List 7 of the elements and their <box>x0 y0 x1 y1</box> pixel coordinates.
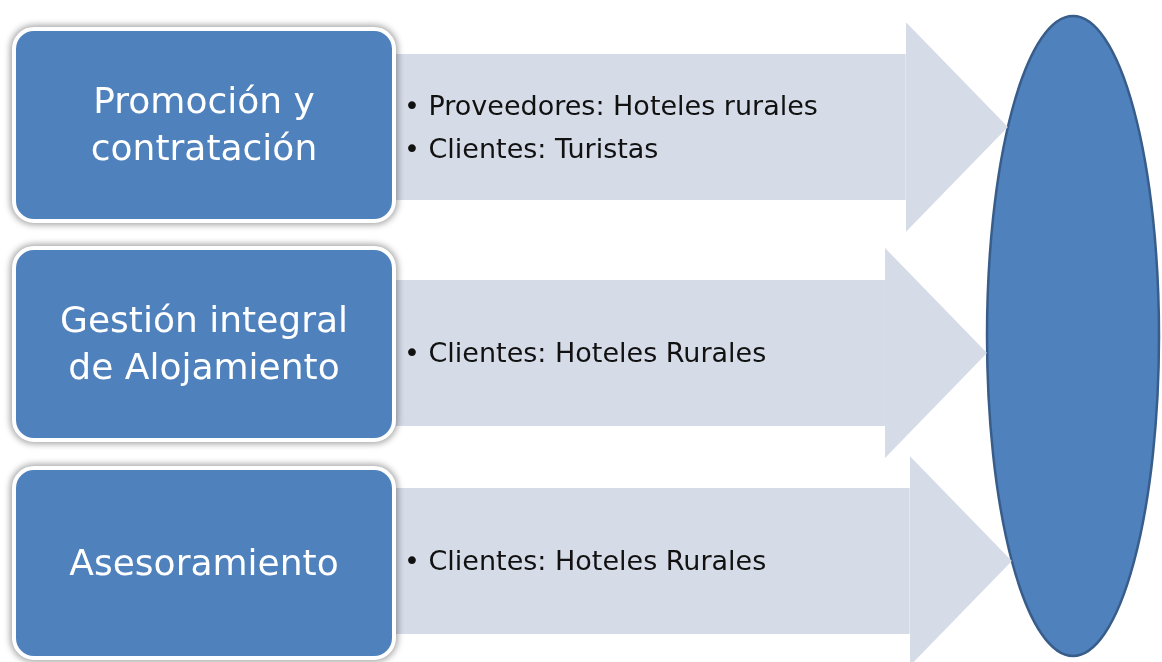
block-arrow <box>396 455 1012 662</box>
block-arrow <box>396 247 988 459</box>
service-title: Promoción y contratación <box>89 79 319 170</box>
ellipse-shape <box>985 14 1161 658</box>
service-title: Gestión integral de Alojamiento <box>59 298 349 389</box>
block-arrow <box>396 21 1008 233</box>
service-title: Asesoramiento <box>69 540 339 585</box>
